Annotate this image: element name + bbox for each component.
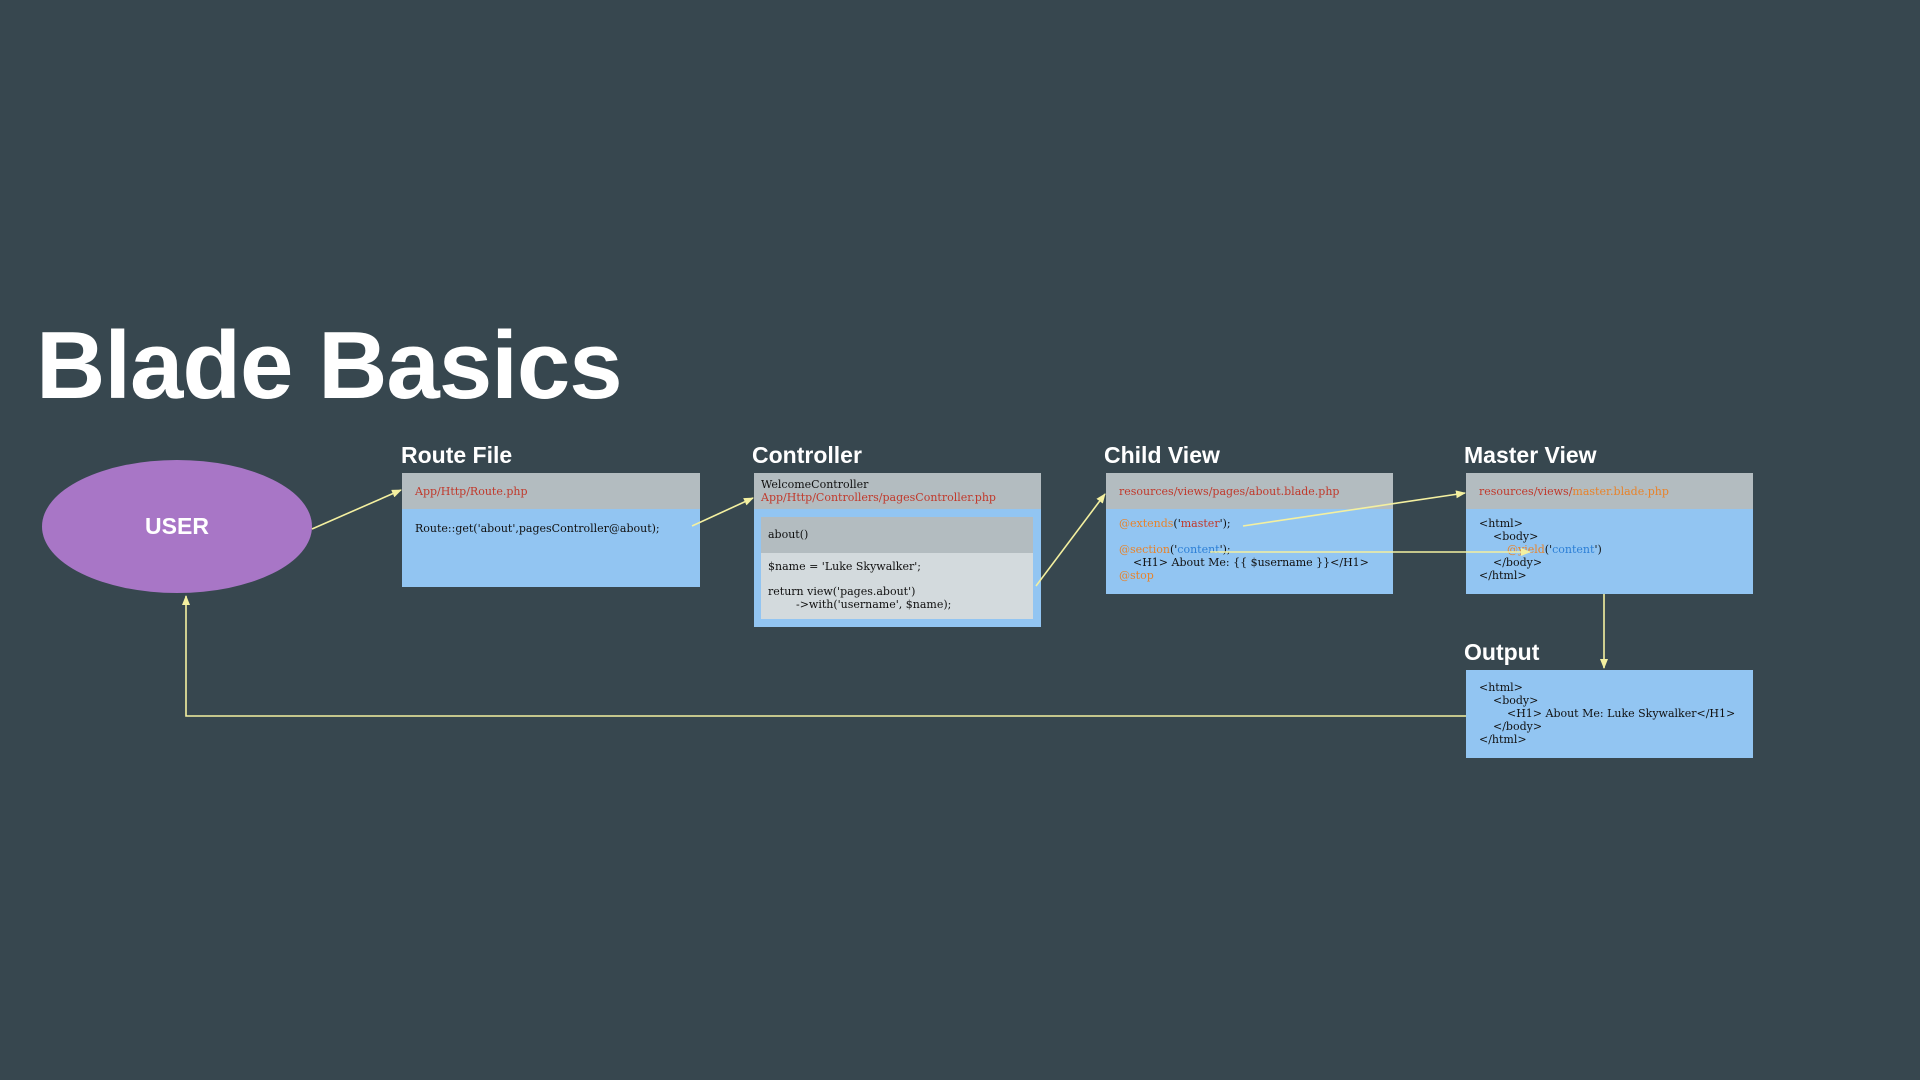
section-arg: content [1177, 543, 1220, 556]
route-file-label: Route File [401, 442, 513, 468]
output-label: Output [1464, 639, 1540, 665]
master-line-body: <body> [1479, 530, 1539, 543]
master-view-header: resources/views/master.blade.php [1466, 473, 1753, 509]
master-line-html-close: </html> [1479, 569, 1527, 582]
output-line-body-close: </body> [1479, 720, 1543, 733]
page-title: Blade Basics [36, 312, 623, 419]
output-line-html: <html> [1479, 681, 1523, 694]
arrow-user-to-route [311, 489, 402, 530]
user-node: USER [42, 460, 312, 593]
output-line-body: <body> [1479, 694, 1539, 707]
route-file-code: Route::get('about',pagesController@about… [415, 522, 660, 535]
controller-path: App/Http/Controllers/pagesController.php [761, 491, 996, 504]
extends-arg: master [1180, 517, 1220, 530]
child-view-path: resources/views/pages/about.blade.php [1119, 484, 1340, 498]
master-view-label: Master View [1464, 442, 1597, 468]
master-line-body-close: </body> [1479, 556, 1543, 569]
controller-label: Controller [752, 442, 862, 468]
child-view-h1-line: <H1> About Me: {{ $username }}</H1> [1119, 556, 1369, 569]
route-file-box: App/Http/Route.php Route::get('about',pa… [402, 473, 700, 587]
section-directive: @section [1119, 543, 1170, 556]
controller-name: WelcomeController [761, 478, 869, 491]
output-line-html-close: </html> [1479, 733, 1527, 746]
yield-arg: content [1552, 543, 1595, 556]
arrow-route-to-controller [691, 497, 754, 527]
user-label: USER [145, 513, 209, 539]
child-view-label: Child View [1104, 442, 1220, 468]
master-line-html: <html> [1479, 517, 1523, 530]
controller-method-header: about() [761, 517, 1033, 553]
controller-line-return: return view('pages.about') [768, 585, 916, 598]
output-box: <html> <body> <H1> About Me: Luke Skywal… [1466, 670, 1753, 758]
arrow-controller-to-child-view [1035, 493, 1106, 587]
extends-directive: @extends [1119, 517, 1174, 530]
master-view-box: resources/views/master.blade.php <html> … [1466, 473, 1753, 594]
controller-method-body: $name = 'Luke Skywalker'; return view('p… [761, 553, 1033, 619]
route-file-path: App/Http/Route.php [415, 484, 528, 498]
controller-line-with: ->with('username', $name); [768, 598, 952, 611]
arrow-output-to-user [182, 595, 1466, 717]
master-view-path: resources/views/master.blade.php [1479, 484, 1669, 498]
child-view-section-line: @section('content'); [1119, 543, 1231, 556]
arrow-extends-to-master [1242, 490, 1466, 527]
controller-line-name: $name = 'Luke Skywalker'; [768, 560, 921, 573]
controller-method: about() [768, 528, 809, 541]
child-view-box: resources/views/pages/about.blade.php @e… [1106, 473, 1393, 594]
child-view-header: resources/views/pages/about.blade.php [1106, 473, 1393, 509]
child-view-extends-line: @extends('master'); [1119, 517, 1231, 530]
output-line-h1: <H1> About Me: Luke Skywalker</H1> [1479, 707, 1736, 720]
stop-directive: @stop [1119, 569, 1154, 582]
controller-box: WelcomeController App/Http/Controllers/p… [754, 473, 1041, 627]
route-file-header: App/Http/Route.php [402, 473, 700, 509]
controller-header: WelcomeController App/Http/Controllers/p… [754, 473, 1041, 509]
